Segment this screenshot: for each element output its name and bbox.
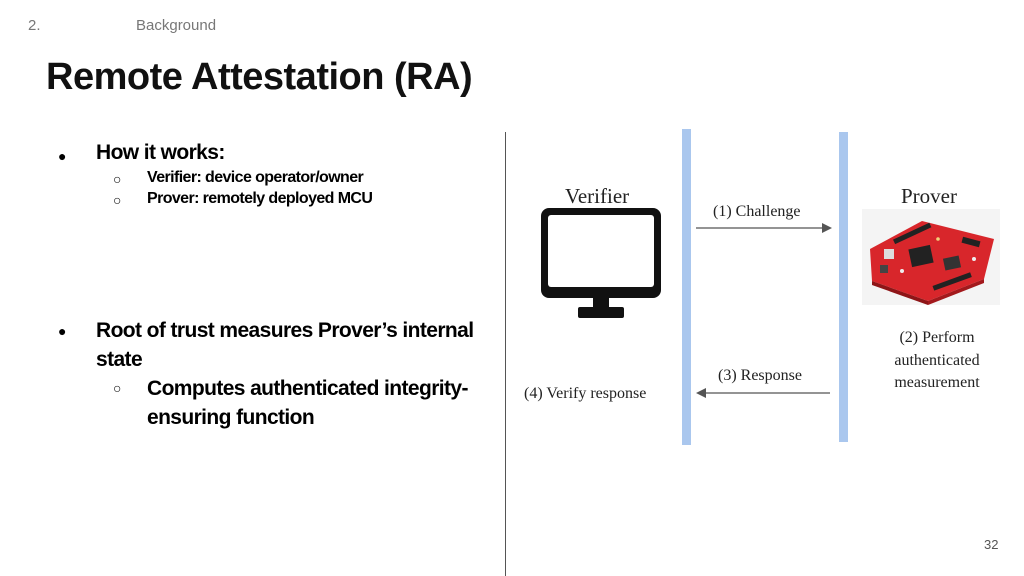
challenge-arrow <box>696 223 832 233</box>
perform-line1: (2) Perform <box>899 329 975 346</box>
computes-line2: ensuring function <box>147 406 315 429</box>
monitor-icon <box>541 208 661 318</box>
prover-definition: Prover: remotely deployed MCU <box>147 190 373 207</box>
bullet-marker: ● <box>58 148 67 164</box>
sub-bullet-marker: ○ <box>113 171 122 187</box>
prover-lifeline <box>839 132 848 442</box>
perform-line2: authenticated <box>894 351 980 369</box>
root-of-trust-line2: state <box>96 348 143 371</box>
mcu-board-image <box>862 209 1000 305</box>
how-it-works-heading: How it works: <box>96 141 225 164</box>
verify-response-label: (4) Verify response <box>524 385 647 402</box>
verifier-lifeline <box>682 129 691 445</box>
sub-bullet-marker: ○ <box>113 380 122 396</box>
page-number: 32 <box>984 537 999 552</box>
perform-measurement-label: (2) Perform authenticated measurement <box>874 327 1000 395</box>
column-divider <box>505 132 506 576</box>
section-number: 2. <box>28 17 41 34</box>
response-label: (3) Response <box>718 367 802 384</box>
computes-line1: Computes authenticated integrity- <box>147 377 469 400</box>
root-of-trust-line1: Root of trust measures Prover’s internal <box>96 319 474 342</box>
prover-label: Prover <box>901 184 957 208</box>
sub-bullet-marker: ○ <box>113 192 122 208</box>
section-title: Background <box>136 17 217 34</box>
perform-line3: measurement <box>894 374 980 391</box>
verifier-definition: Verifier: device operator/owner <box>147 169 364 186</box>
slide-title: Remote Attestation (RA) <box>46 56 473 98</box>
bullet-marker: ● <box>58 323 67 339</box>
response-arrow <box>696 388 830 398</box>
challenge-label: (1) Challenge <box>713 203 801 220</box>
verifier-label: Verifier <box>565 184 630 208</box>
